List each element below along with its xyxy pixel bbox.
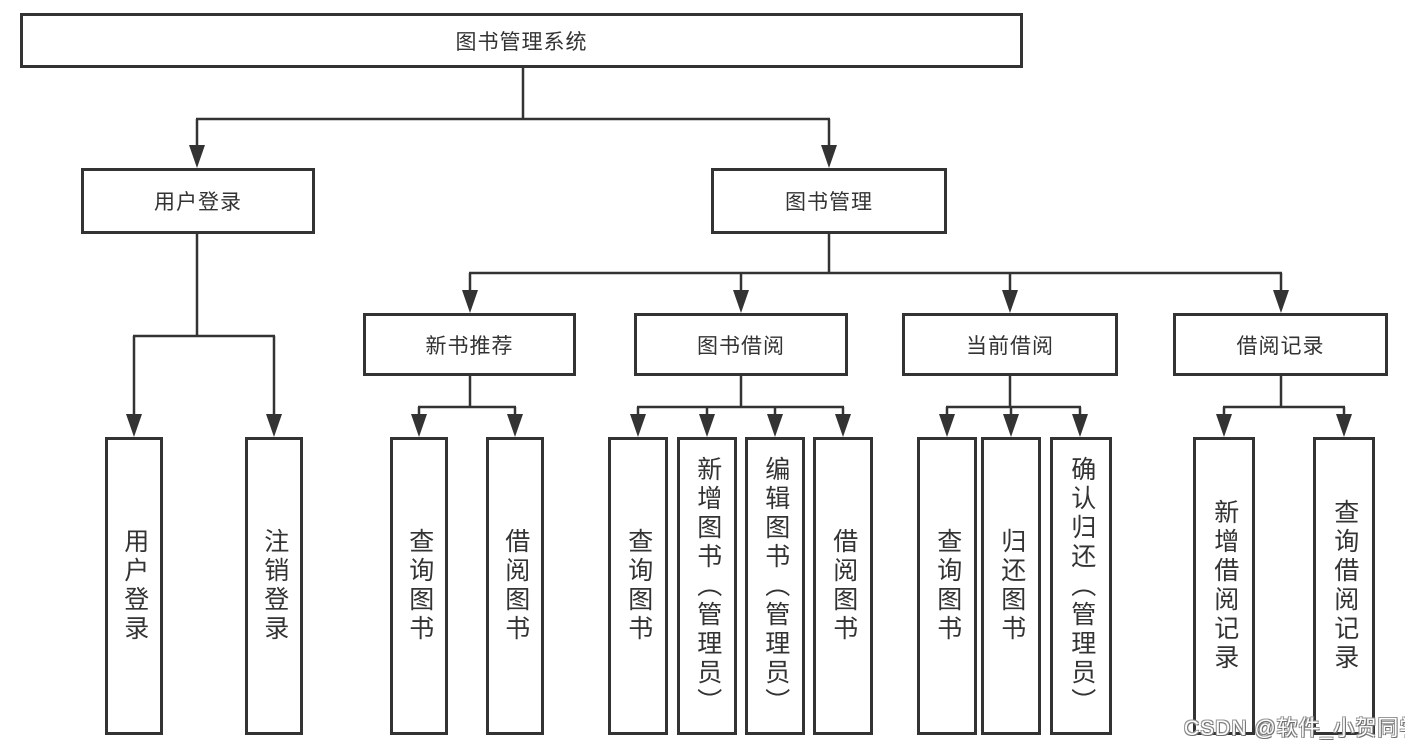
leaf-label: 用户登录 — [120, 528, 149, 644]
node-label: 用户登录 — [154, 191, 242, 214]
node-current-borrowing: 当前借阅 — [902, 313, 1118, 376]
leaf-label: 借阅图书 — [501, 528, 530, 644]
node-label: 图书管理 — [785, 191, 873, 214]
leaf-label: 借阅图书 — [829, 528, 858, 644]
connector-lines — [132, 68, 1346, 418]
leaf-query-books: 查询图书 — [390, 437, 448, 735]
leaf-user-login: 用户登录 — [105, 437, 163, 735]
leaf-label: 查询图书 — [933, 528, 962, 644]
leaf-query-books: 查询图书 — [608, 437, 668, 735]
csdn-watermark: CSDN @软件_小贺同学 — [1184, 717, 1405, 740]
leaf-label: 新增图书（管理员） — [693, 455, 722, 717]
leaf-label: 查询图书 — [624, 528, 653, 644]
node-book-management: 图书管理 — [711, 168, 947, 234]
node-borrowing-records: 借阅记录 — [1173, 313, 1388, 376]
leaf-add-books-admin: 新增图书（管理员） — [677, 437, 737, 735]
leaf-borrow-books: 借阅图书 — [813, 437, 873, 735]
node-label: 当前借阅 — [966, 334, 1054, 358]
node-label: 新书推荐 — [425, 334, 514, 358]
leaf-query-borrow-record: 查询借阅记录 — [1313, 437, 1375, 735]
leaf-logout: 注销登录 — [245, 437, 303, 735]
leaf-label: 查询借阅记录 — [1330, 499, 1359, 673]
leaf-return-books: 归还图书 — [981, 437, 1041, 735]
node-book-borrowing: 图书借阅 — [634, 313, 848, 376]
leaf-label: 注销登录 — [260, 528, 289, 644]
connector-arrowheads — [126, 145, 1352, 437]
leaf-add-borrow-record: 新增借阅记录 — [1193, 437, 1255, 735]
node-user-login: 用户登录 — [81, 168, 315, 234]
leaf-edit-books-admin: 编辑图书（管理员） — [745, 437, 805, 735]
leaf-confirm-return-admin: 确认归还（管理员） — [1050, 437, 1112, 735]
leaf-borrow-books: 借阅图书 — [486, 437, 544, 735]
leaf-label: 查询图书 — [405, 528, 434, 644]
leaf-label: 编辑图书（管理员） — [761, 455, 790, 717]
leaf-label: 归还图书 — [997, 528, 1026, 644]
leaf-query-books: 查询图书 — [917, 437, 977, 735]
node-system-root: 图书管理系统 — [20, 13, 1023, 68]
node-label: 图书借阅 — [697, 334, 785, 358]
leaf-label: 确认归还（管理员） — [1067, 455, 1096, 717]
node-label: 借阅记录 — [1236, 334, 1325, 358]
leaf-label: 新增借阅记录 — [1210, 499, 1239, 673]
node-new-book-recommend: 新书推荐 — [363, 313, 576, 376]
node-label: 图书管理系统 — [455, 30, 588, 54]
